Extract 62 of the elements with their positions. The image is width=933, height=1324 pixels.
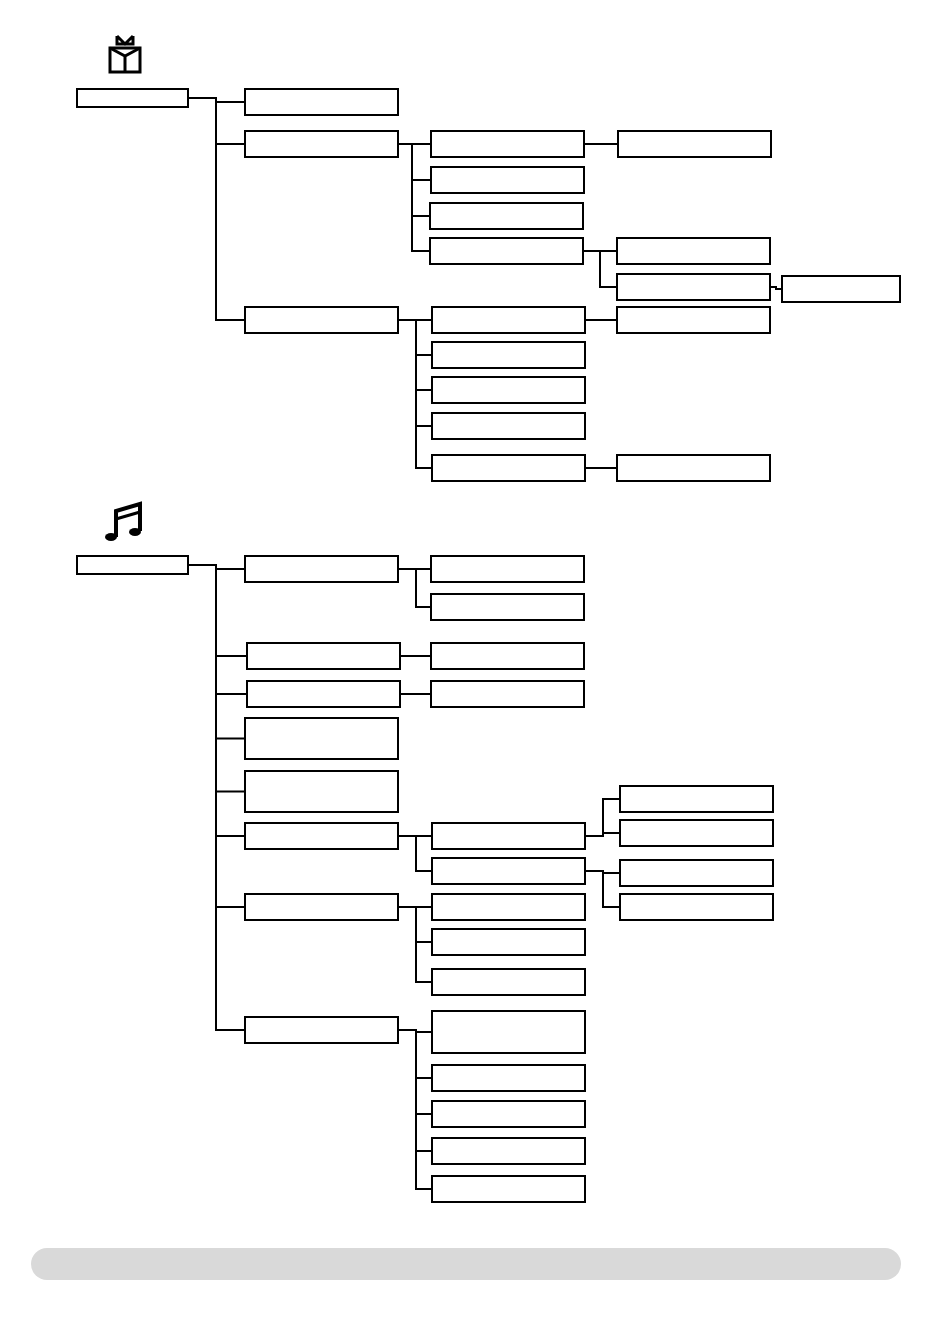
menu-box [430, 680, 585, 708]
menu-box [616, 273, 771, 301]
menu-box [616, 454, 771, 482]
connector-line [585, 467, 617, 469]
menu-box [431, 968, 586, 996]
menu-box [431, 1137, 586, 1165]
menu-box [431, 1010, 586, 1054]
menu-box [430, 593, 585, 621]
menu-box [431, 928, 586, 956]
menu-box [617, 130, 772, 158]
menu-box [616, 237, 771, 265]
connector-line [398, 319, 432, 469]
connector-line [584, 143, 618, 145]
connector-line [585, 832, 620, 837]
connector-line [398, 1029, 432, 1190]
menu-box [431, 1175, 586, 1203]
menu-box [431, 376, 586, 404]
menu-box [246, 680, 401, 708]
menu-box [431, 306, 586, 334]
connector-line [585, 870, 620, 908]
menu-box [244, 717, 399, 760]
connector-line [398, 906, 432, 983]
menu-box [244, 770, 399, 813]
menu-box [431, 341, 586, 369]
menu-box [431, 454, 586, 482]
menu-box [619, 819, 774, 847]
connector-line [398, 568, 431, 608]
connector-line [585, 319, 617, 321]
menu-box [244, 130, 399, 158]
menu-box [244, 1016, 399, 1044]
connector-line [400, 655, 431, 657]
menu-box [244, 306, 399, 334]
connector-line [188, 97, 245, 321]
menu-box [431, 412, 586, 440]
menu-box [619, 785, 774, 813]
menu-box [244, 555, 399, 583]
menu-box [616, 306, 771, 334]
menu-box [431, 1064, 586, 1092]
menu-box [244, 88, 399, 116]
menu-box [619, 893, 774, 921]
connector-line [770, 286, 782, 290]
menu-box [431, 1100, 586, 1128]
menu-box [431, 857, 586, 885]
connector-line [398, 143, 430, 252]
menu-box [244, 822, 399, 850]
menu-box [246, 642, 401, 670]
menu-box [429, 202, 584, 230]
connector-line [398, 835, 432, 872]
menu-box [76, 88, 189, 108]
menu-box [430, 130, 585, 158]
menu-box [430, 642, 585, 670]
menu-box [429, 237, 584, 265]
menu-box [430, 555, 585, 583]
menu-box [619, 859, 774, 887]
menu-box [431, 822, 586, 850]
connector-line [583, 250, 617, 288]
menu-box [781, 275, 901, 303]
menu-box [244, 893, 399, 921]
connector-line [400, 693, 431, 695]
menu-box [76, 555, 189, 575]
menu-box [430, 166, 585, 194]
menu-box [431, 893, 586, 921]
